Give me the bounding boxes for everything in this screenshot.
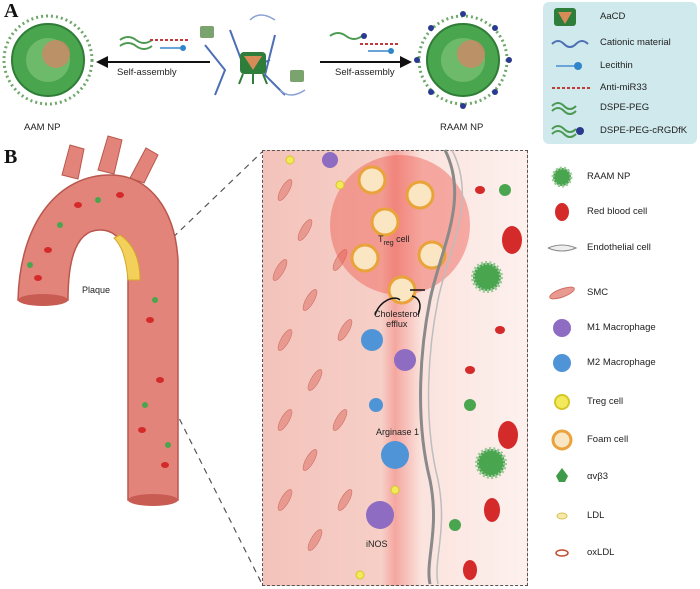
legend-b-oxldl: oxLDL — [587, 547, 615, 558]
legend-b-endothelial: Endothelial cell — [587, 242, 651, 253]
legend-b-foam-icon — [551, 429, 573, 451]
legend-a-dspe-peg: DSPE-PEG — [600, 102, 650, 113]
label-plaque: Plaque — [82, 285, 111, 295]
legend-b-smc: SMC — [587, 287, 609, 298]
label-cholesterol-efflux: Cholesterol efflux — [374, 309, 420, 329]
panel-letter-a: A — [4, 0, 19, 22]
treg-cells — [285, 155, 400, 580]
legend-a-cationic: Cationic material — [600, 37, 671, 48]
legend-b-treg-icon — [554, 394, 570, 410]
aam-nanoparticle — [2, 14, 94, 106]
smc-layer — [272, 179, 353, 551]
legend-a-dspe-peg-crgdfk: DSPE-PEG-cRGDfK — [600, 125, 688, 136]
label-treg-cell: Treg cell — [378, 234, 410, 247]
label-aam-np: AAM NP — [24, 122, 61, 133]
label-self-assembly-right: Self-assembly — [335, 67, 395, 78]
legend-a-antimir: Anti-miR33 — [600, 82, 647, 93]
lumen-rbc — [463, 186, 522, 580]
legend-b-oxldl-icon — [555, 549, 569, 557]
arrow-right-head — [400, 56, 412, 68]
label-treg-t: T — [378, 234, 384, 244]
legend-b-rbc-icon — [555, 203, 569, 221]
label-raam-np: RAAM NP — [440, 122, 484, 133]
label-self-assembly-left: Self-assembly — [117, 67, 177, 78]
plaque-region — [113, 234, 141, 281]
legend-b-raam-np-icon — [551, 166, 573, 188]
zoom-line-top — [164, 151, 263, 246]
foam-cells — [350, 165, 447, 305]
center-mixture — [200, 14, 306, 96]
legend-b-avb3-icon — [556, 468, 568, 482]
dspe-peg-icon — [119, 36, 153, 50]
legend-b-ldl-icon — [556, 512, 568, 520]
arrow-left-head — [96, 56, 108, 68]
legend-a-dspe-peg-icon — [551, 102, 577, 115]
efflux-arrow — [374, 297, 401, 316]
lecithin-icon — [160, 45, 186, 51]
panel-letter-b: B — [4, 146, 18, 168]
dspe-peg-crgdfk-icon — [329, 32, 367, 40]
lumen-raam-np — [449, 184, 511, 531]
legend-b-smc-icon — [549, 286, 575, 300]
endothelium — [419, 149, 457, 585]
legend-b-avb3: αvβ3 — [587, 471, 608, 482]
legend-a-dspe-peg-crgdfk-icon — [551, 125, 577, 138]
legend-a-cationic-icon — [551, 40, 589, 48]
legend-b-m2: M2 Macrophage — [587, 357, 656, 368]
legend-b-foam: Foam cell — [587, 434, 629, 445]
label-inos: iNOS — [366, 539, 388, 549]
legend-b-treg: Treg cell — [587, 396, 624, 407]
legend-b-m2-icon — [553, 354, 571, 372]
legend-b-m1: M1 Macrophage — [587, 322, 656, 333]
raam-nanoparticle — [414, 11, 512, 109]
m2-macrophages — [361, 329, 409, 469]
legend-a-aacd: AaCD — [600, 11, 626, 22]
legend-b-rbc: Red blood cell — [587, 206, 648, 217]
artery — [17, 135, 179, 506]
label-treg-suffix: cell — [393, 234, 410, 244]
legend-b-m1-icon — [553, 319, 571, 337]
m1-macrophages — [322, 152, 416, 529]
legend-b-endothelial-icon — [547, 244, 578, 252]
legend-a-lecithin: Lecithin — [600, 60, 633, 71]
label-treg-sub: reg — [383, 239, 394, 247]
legend-b-raam-np: RAAM NP — [587, 171, 631, 182]
legend-b-ldl: LDL — [587, 510, 605, 521]
zoom-line-bottom — [149, 359, 263, 585]
label-arginase: Arginase 1 — [376, 427, 420, 437]
